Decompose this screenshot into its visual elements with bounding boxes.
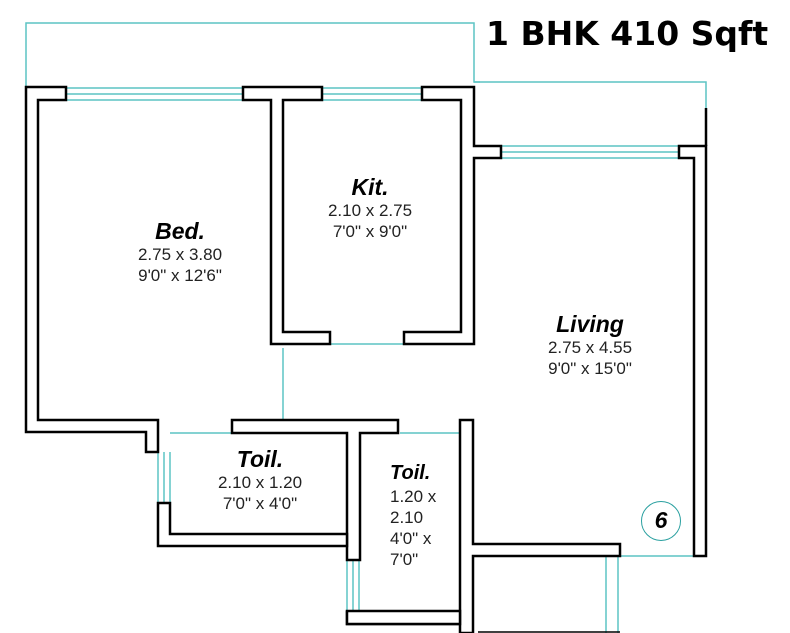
- room-metric-line1: 1.20 x: [390, 487, 437, 506]
- room-imperial-line2: 7'0": [390, 550, 419, 569]
- plan-title: 1 BHK 410 Sqft: [486, 14, 769, 53]
- room-bedroom: Bed. 2.75 x 3.80 9'0" x 12'6": [100, 218, 260, 286]
- room-name: Toil.: [236, 446, 284, 472]
- room-living: Living 2.75 x 4.55 9'0" x 15'0": [520, 311, 660, 379]
- room-toilet-2: Toil. 1.20 x 2.10 4'0" x 7'0": [390, 460, 460, 570]
- room-metric-line2: 2.10: [390, 508, 424, 527]
- room-imperial-line1: 4'0" x: [390, 529, 432, 548]
- room-name: Kit.: [351, 174, 389, 200]
- walls: [24, 85, 708, 633]
- unit-number-marker: 6: [641, 501, 681, 541]
- room-imperial: 7'0" x 4'0": [222, 494, 298, 513]
- room-imperial: 9'0" x 12'6": [138, 266, 222, 285]
- room-metric: 2.75 x 3.80: [137, 245, 223, 264]
- room-imperial: 7'0" x 9'0": [332, 222, 408, 241]
- room-metric: 2.10 x 2.75: [327, 201, 413, 220]
- room-name: Bed.: [155, 218, 205, 244]
- room-toilet-1: Toil. 2.10 x 1.20 7'0" x 4'0": [190, 446, 330, 514]
- room-name: Toil.: [390, 462, 431, 484]
- room-name: Living: [556, 311, 624, 337]
- windows: [66, 87, 679, 611]
- room-metric: 2.10 x 1.20: [217, 473, 303, 492]
- room-kitchen: Kit. 2.10 x 2.75 7'0" x 9'0": [300, 174, 440, 242]
- room-imperial: 9'0" x 15'0": [548, 359, 632, 378]
- room-metric: 2.75 x 4.55: [547, 338, 633, 357]
- balcony-outlines: [25, 22, 707, 633]
